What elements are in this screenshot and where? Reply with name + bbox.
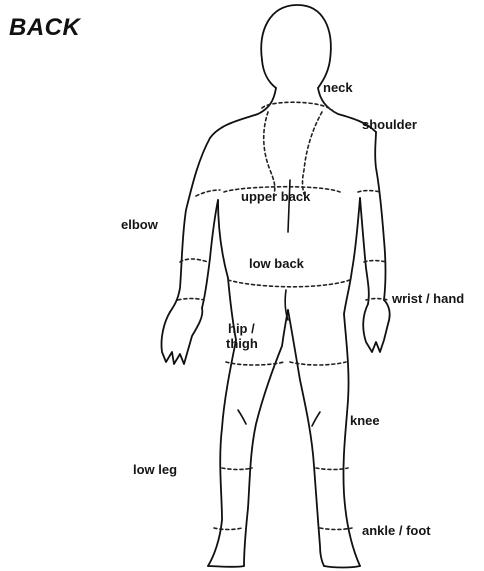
left-wrist-divider <box>178 299 204 301</box>
right-hand <box>363 300 389 352</box>
label-neck: neck <box>323 81 353 94</box>
left-ankle-divider <box>214 528 242 530</box>
left-foot <box>208 566 244 567</box>
spine-line <box>288 180 290 232</box>
label-ankle-foot: ankle / foot <box>362 524 431 537</box>
right-upperarm-divider <box>358 191 380 193</box>
left-calf-divider <box>222 468 252 470</box>
right-elbow-divider <box>364 261 386 263</box>
head-left-side <box>262 60 276 88</box>
right-ankle-divider <box>320 528 352 530</box>
left-arm-inner <box>202 200 218 308</box>
head-outline <box>261 5 331 88</box>
waist-divider <box>228 280 350 287</box>
label-low-leg: low leg <box>133 463 177 476</box>
left-elbow-divider <box>180 259 208 262</box>
left-leg-outer <box>208 340 236 566</box>
right-foot <box>324 566 360 568</box>
left-knee-mark <box>238 410 246 424</box>
right-arm-outer <box>375 132 385 300</box>
label-hip-thigh-line1: hip / <box>228 322 255 335</box>
right-scapula <box>303 112 323 194</box>
label-low-back: low back <box>249 257 304 270</box>
left-upperarm-divider <box>196 190 220 196</box>
left-scapula <box>264 112 275 194</box>
right-calf-divider <box>316 468 348 470</box>
label-knee: knee <box>350 414 380 427</box>
left-hand <box>161 308 202 364</box>
label-wrist-hand: wrist / hand <box>392 292 464 305</box>
right-knee-mark <box>312 412 320 426</box>
label-upper-back: upper back <box>241 190 310 203</box>
right-wrist-divider <box>366 299 388 301</box>
left-neck <box>210 88 276 138</box>
label-elbow: elbow <box>121 218 158 231</box>
label-shoulder: shoulder <box>362 118 417 131</box>
right-arm-inner <box>360 198 369 304</box>
right-thigh-divider <box>290 362 346 365</box>
label-hip-thigh-line2: thigh <box>226 337 258 350</box>
neck-divider <box>262 102 332 110</box>
right-torso-side <box>344 198 360 314</box>
left-arm-outer <box>170 138 210 312</box>
left-torso-side <box>218 200 236 340</box>
right-leg-inner <box>288 310 324 566</box>
